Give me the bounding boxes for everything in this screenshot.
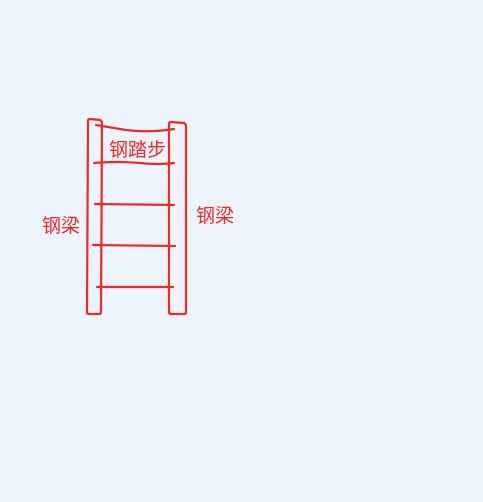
right-steel-beam — [167, 120, 188, 316]
left-beam-label: 钢梁 — [42, 215, 81, 237]
right-beam-label: 钢梁 — [196, 205, 235, 227]
steel-tread-3 — [91, 243, 177, 248]
steel-tread-2 — [93, 202, 176, 207]
left-steel-beam — [85, 117, 104, 316]
steel-tread-1 — [92, 160, 176, 166]
ladder-top-curve — [94, 123, 176, 133]
steel-tread-label: 钢踏步 — [109, 139, 167, 161]
